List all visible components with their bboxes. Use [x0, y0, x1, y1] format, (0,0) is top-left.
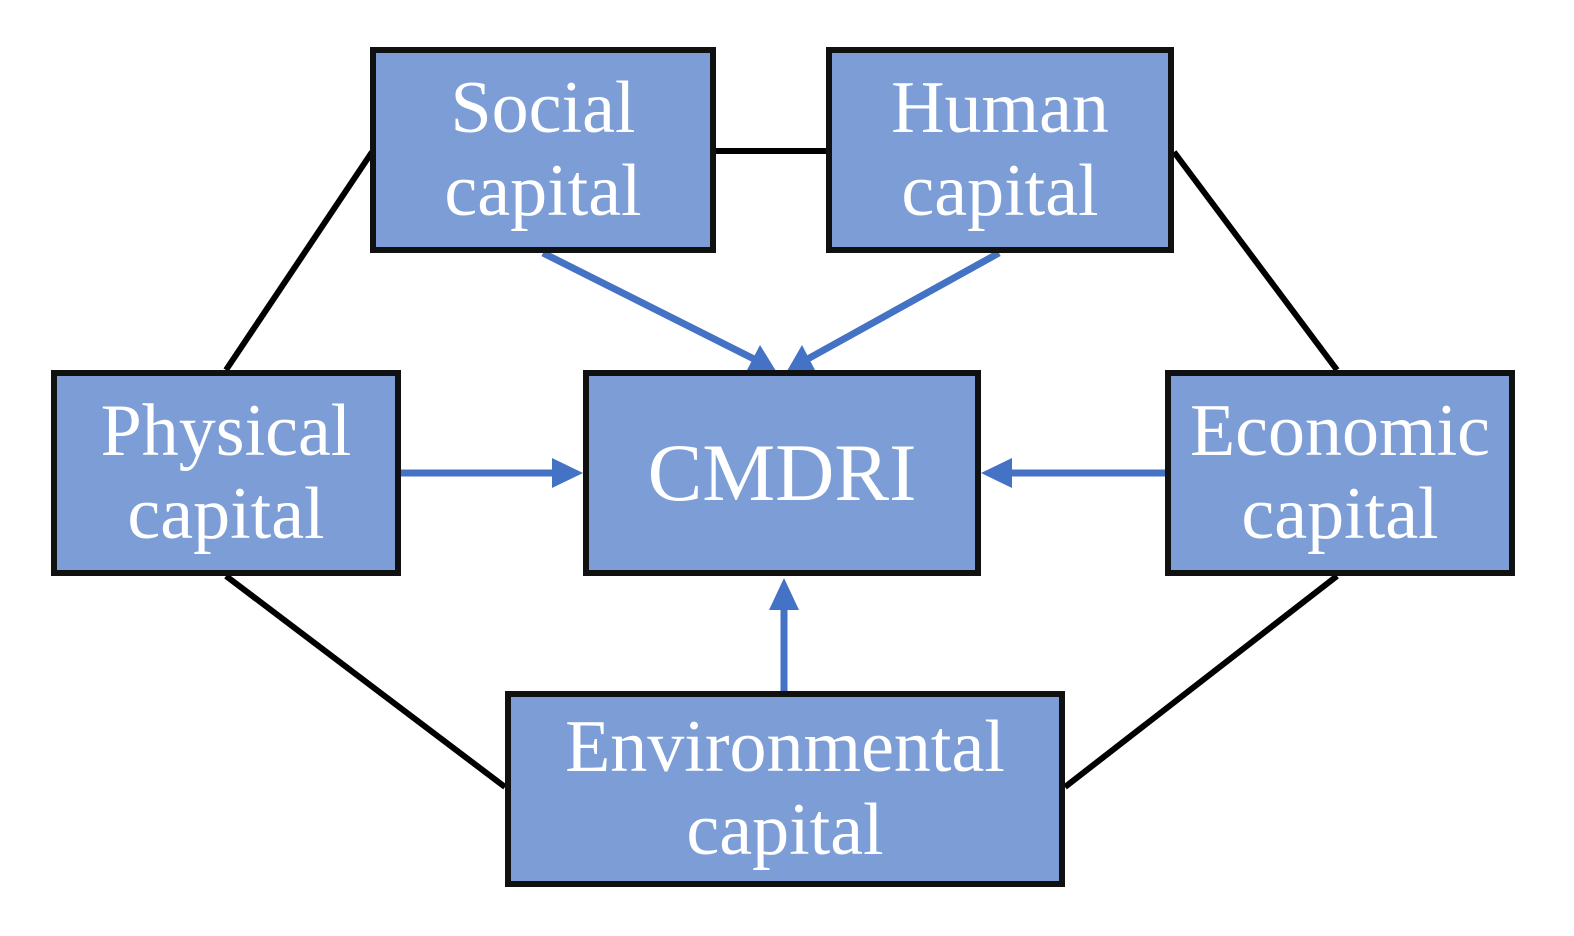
node-physical-capital: Physical capital	[51, 370, 401, 576]
node-human-line2: capital	[901, 150, 1099, 232]
node-economic-line2: capital	[1241, 473, 1439, 555]
node-environmental-line1: Environmental	[565, 706, 1005, 789]
node-cmdri-label: CMDRI	[647, 427, 917, 519]
node-environmental-capital: Environmental capital	[505, 691, 1065, 887]
node-social-line2: capital	[444, 150, 642, 232]
node-physical-line1: Physical	[100, 390, 352, 473]
node-physical-line2: capital	[127, 473, 325, 555]
node-economic-capital: Economic capital	[1165, 370, 1515, 576]
arrow-economic-to-cmdri	[981, 458, 1165, 488]
node-human-capital: Human capital	[826, 47, 1174, 253]
arrow-physical-to-cmdri	[401, 458, 583, 488]
arrow-social-to-cmdri	[541, 249, 776, 372]
node-human-line1: Human	[891, 67, 1109, 150]
node-social-line1: Social	[450, 67, 636, 150]
arrow-environmental-to-cmdri	[769, 578, 799, 691]
node-environmental-line2: capital	[686, 789, 884, 871]
node-economic-line1: Economic	[1189, 390, 1490, 473]
connector-human-economic	[1171, 150, 1340, 372]
connector-physical-environmental	[224, 573, 507, 790]
node-cmdri: CMDRI	[583, 370, 981, 576]
connector-social-physical	[223, 150, 375, 372]
arrow-human-to-cmdri	[787, 249, 1001, 372]
connector-economic-environmental	[1063, 573, 1339, 790]
node-social-capital: Social capital	[370, 47, 716, 253]
